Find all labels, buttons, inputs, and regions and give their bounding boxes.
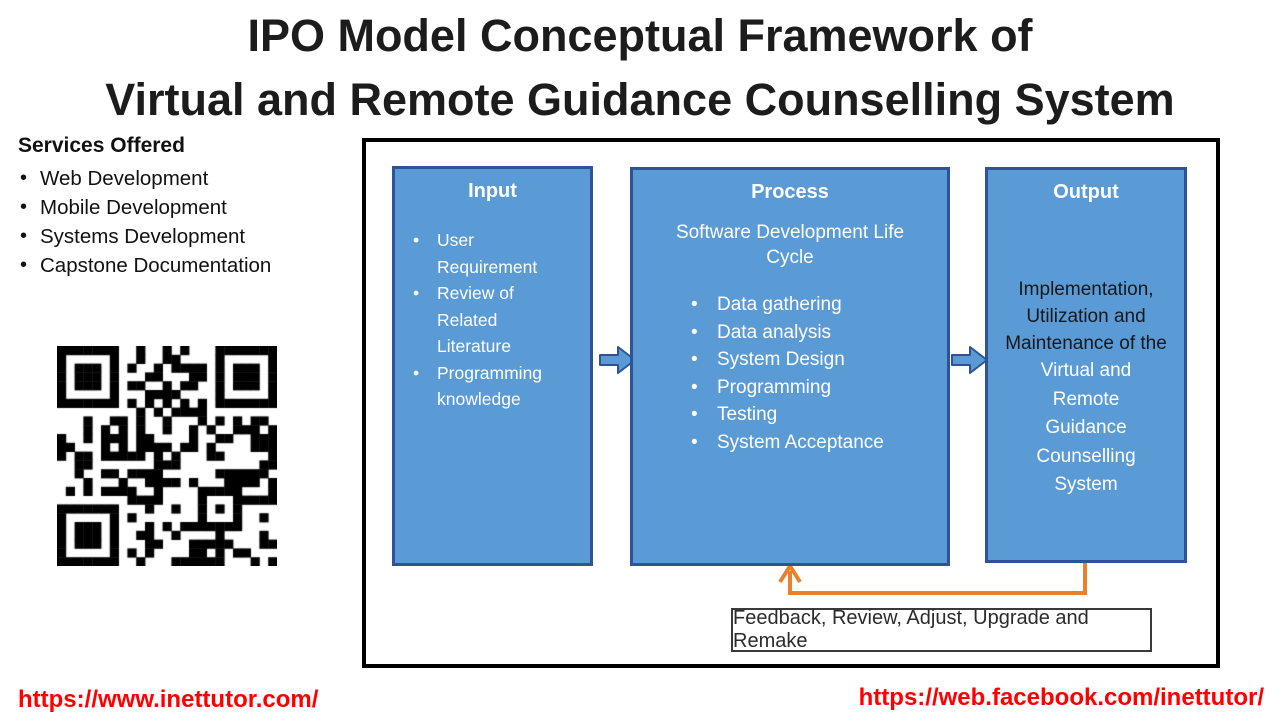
service-item: Capstone Documentation — [18, 251, 348, 280]
flow-arrow-process-to-output-icon — [951, 346, 988, 374]
input-item: User Requirement — [413, 227, 573, 280]
inettutor-link[interactable]: https://www.inettutor.com/ — [18, 686, 319, 713]
process-subtitle: Software Development Life Cycle — [675, 222, 905, 268]
input-item: Programming knowledge — [413, 360, 573, 413]
output-box-title: Output — [1053, 181, 1119, 203]
page-title-line2: Virtual and Remote Guidance Counselling … — [105, 74, 1175, 125]
process-item: Programming — [691, 374, 947, 402]
output-box: Output Implementation, Utilization and M… — [985, 167, 1187, 563]
process-item: Data analysis — [691, 319, 947, 347]
feedback-box: Feedback, Review, Adjust, Upgrade and Re… — [731, 607, 1152, 652]
input-list: User Requirement Review of Related Liter… — [395, 227, 590, 413]
facebook-link[interactable]: https://web.facebook.com/inettutor/ — [858, 684, 1264, 711]
services-list: Web Development Mobile Development Syste… — [18, 164, 348, 280]
ipo-diagram-frame: Input User Requirement Review of Related… — [362, 138, 1220, 668]
input-box: Input User Requirement Review of Related… — [392, 166, 593, 566]
page-title-line1: IPO Model Conceptual Framework of — [247, 10, 1033, 61]
feedback-label: Feedback, Review, Adjust, Upgrade and Re… — [733, 607, 1089, 652]
process-item: System Design — [691, 346, 947, 374]
service-item: Systems Development — [18, 222, 348, 251]
services-heading: Services Offered — [18, 134, 185, 157]
output-text-light: Virtual and Remote Guidance Counselling … — [1036, 360, 1136, 495]
service-item: Mobile Development — [18, 193, 348, 222]
process-item: Data gathering — [691, 291, 947, 319]
process-item: Testing — [691, 401, 947, 429]
input-item: Review of Related Literature — [413, 280, 573, 360]
process-box-title: Process — [751, 181, 829, 203]
process-item: System Acceptance — [691, 429, 947, 457]
process-box: Process Software Development Life Cycle … — [630, 167, 950, 566]
output-text-dark: Implementation, Utilization and Maintena… — [1005, 279, 1167, 354]
process-list: Data gathering Data analysis System Desi… — [633, 291, 947, 456]
feedback-arrow-icon — [778, 562, 1087, 595]
input-box-title: Input — [468, 180, 517, 202]
service-item: Web Development — [18, 164, 348, 193]
flow-arrow-input-to-process-icon — [599, 346, 636, 374]
services-offered-panel: Services Offered Web Development Mobile … — [18, 134, 348, 280]
qr-code — [57, 346, 277, 566]
